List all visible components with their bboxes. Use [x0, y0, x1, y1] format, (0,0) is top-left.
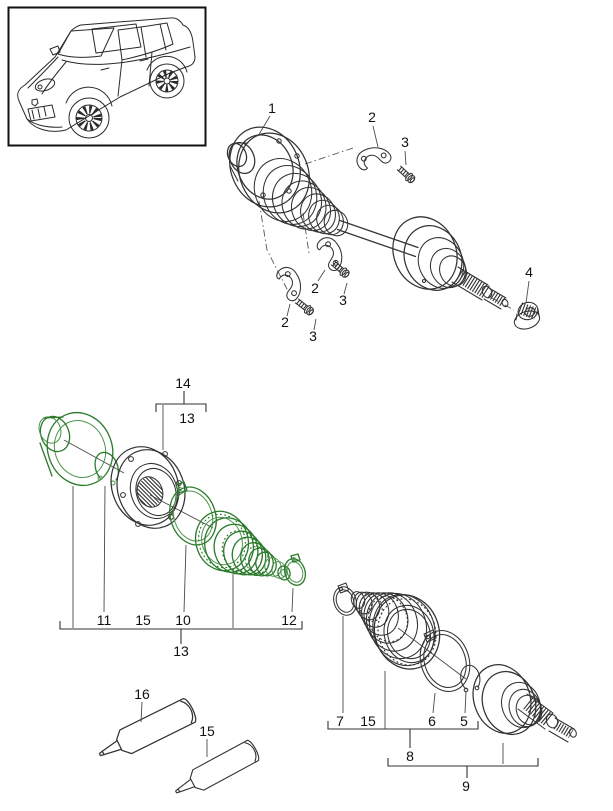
part-label-2-mid[interactable]: 2	[311, 280, 319, 296]
snap-ring-11	[94, 451, 120, 486]
part-label-1[interactable]: 1	[268, 100, 276, 116]
joint-cap	[38, 412, 114, 486]
grease-tube-15	[170, 738, 262, 803]
part-label-5[interactable]: 5	[460, 713, 468, 729]
mirror	[49, 45, 61, 56]
vehicle-thumbnail	[7, 6, 207, 147]
boot-clamp-large-6	[419, 629, 471, 692]
cv-boot-green	[194, 510, 291, 581]
brand-crest	[31, 98, 39, 107]
bolt-mid	[396, 165, 417, 185]
part-label-8[interactable]: 8	[406, 748, 414, 764]
part-label-15-tube[interactable]: 15	[199, 723, 215, 739]
part-label-13-top[interactable]: 13	[179, 410, 195, 426]
outer-boot-kit-leaders	[342, 616, 504, 764]
grease-tube-16	[93, 696, 199, 767]
part-label-3-low[interactable]: 3	[309, 328, 317, 344]
outer-boot-kit-drawing	[333, 582, 577, 743]
part-label-3-top[interactable]: 3	[401, 134, 409, 150]
joint-flange-13	[110, 446, 186, 529]
bracket-kit-8	[327, 721, 479, 748]
axle-nut	[513, 301, 541, 330]
bracket-kit-13	[59, 621, 303, 644]
part-label-4[interactable]: 4	[525, 264, 533, 280]
part-label-15-bottom[interactable]: 15	[360, 713, 376, 729]
bracket-kit-9	[387, 758, 539, 778]
part-label-9[interactable]: 9	[462, 778, 470, 794]
part-label-12[interactable]: 12	[281, 612, 297, 628]
vehicle-thumbnail-frame	[7, 6, 207, 147]
inner-boot-kit-drawing	[38, 412, 307, 586]
part-label-11[interactable]: 11	[97, 612, 112, 628]
front-wheel	[65, 86, 113, 139]
inner-joint-flange	[226, 126, 310, 214]
retaining-plate-top	[353, 143, 393, 172]
boot-clamp-small-7	[333, 582, 357, 616]
headlight	[34, 78, 56, 92]
part-label-14[interactable]: 14	[175, 375, 191, 391]
retaining-plate-mid	[314, 233, 349, 274]
part-label-7[interactable]: 7	[336, 713, 344, 729]
axle-shaft	[336, 219, 419, 258]
inner-boot-kit-leaders	[63, 405, 467, 680]
driveshaft-assembly-drawing	[226, 126, 541, 330]
part-label-6[interactable]: 6	[428, 713, 436, 729]
rear-wheel	[146, 55, 188, 99]
outer-joint	[392, 216, 509, 310]
retaining-plate-low	[274, 263, 307, 304]
part-label-15-mid[interactable]: 15	[135, 612, 151, 628]
bracket-14-13	[155, 391, 207, 412]
vehicle-line-art	[17, 17, 196, 139]
part-label-10[interactable]: 10	[175, 612, 191, 628]
part-label-13-kit[interactable]: 13	[173, 643, 189, 659]
bolt-low	[294, 297, 315, 316]
axle-callout-leaders	[257, 115, 530, 331]
boot-clamp-small-12	[283, 553, 307, 586]
part-label-16[interactable]: 16	[134, 686, 150, 702]
snap-ring-5	[460, 664, 481, 693]
part-label-3-mid[interactable]: 3	[339, 292, 347, 308]
axle-boot-bellows	[253, 158, 349, 237]
outer-cv-joint	[472, 664, 577, 743]
part-label-2-low[interactable]: 2	[281, 314, 289, 330]
part-label-2-top[interactable]: 2	[368, 109, 376, 125]
cv-boot-outer-15	[350, 591, 441, 670]
